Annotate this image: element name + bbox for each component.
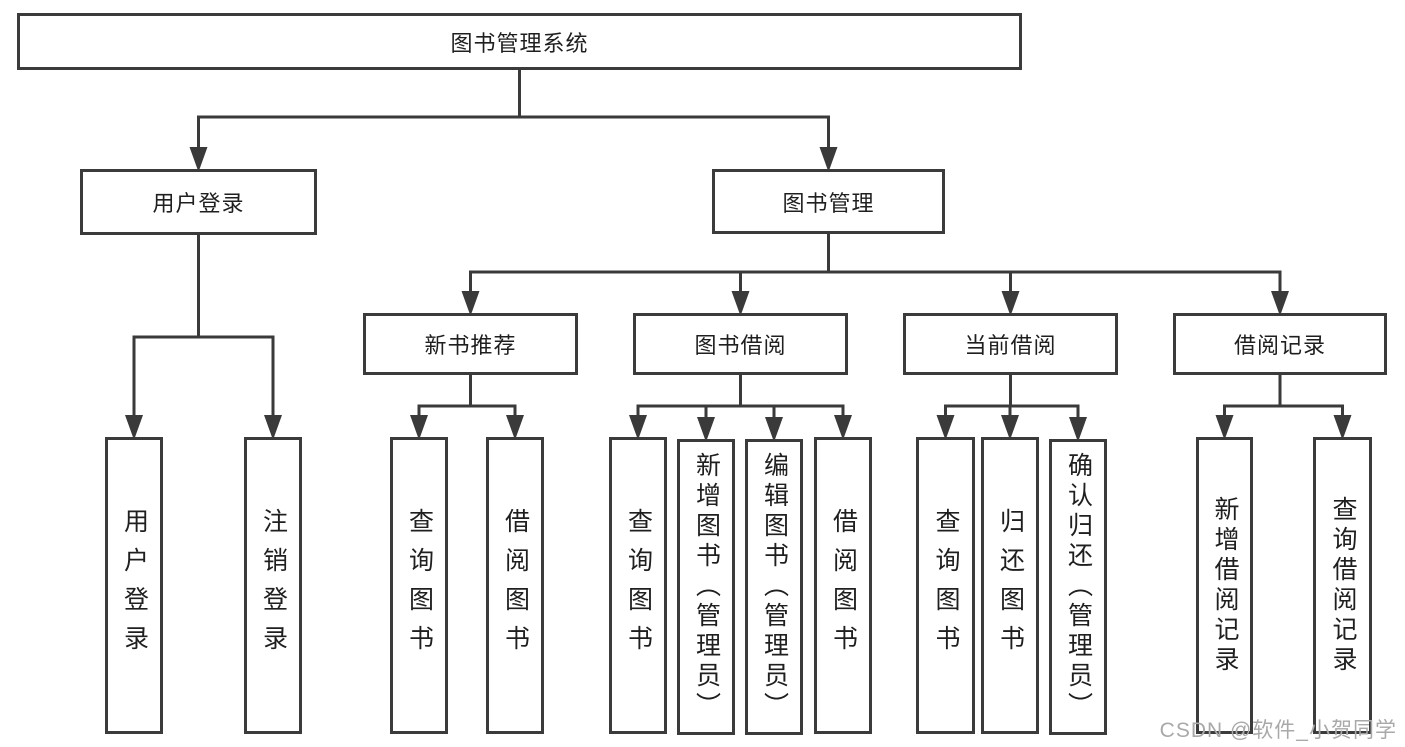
node-label-v-borrow1: 借阅图书 <box>501 507 530 664</box>
node-v-add-rec: 新增借阅记录 <box>1196 437 1253 734</box>
arrowhead-icon <box>125 415 143 440</box>
arrowhead-icon <box>629 415 647 440</box>
node-v-add-book: 新增图书（管理员） <box>677 439 735 735</box>
node-label-book-mgmt: 图书管理 <box>782 190 875 216</box>
node-v-confirm: 确认归还（管理员） <box>1049 439 1107 735</box>
node-v-edit-book: 编辑图书（管理员） <box>745 439 803 735</box>
node-label-v-query2: 查询图书 <box>624 507 653 664</box>
watermark-text: CSDN @软件_小贺同学 <box>1159 719 1397 742</box>
node-v-query1: 查询图书 <box>390 437 448 734</box>
node-label-v-confirm: 确认归还（管理员） <box>1064 452 1093 722</box>
node-label-v-add-book: 新增图书（管理员） <box>692 452 721 722</box>
arrowhead-icon <box>697 417 715 442</box>
node-borrow-rec: 借阅记录 <box>1173 313 1387 375</box>
node-v-borrow2: 借阅图书 <box>814 437 872 734</box>
node-v-query-rec: 查询借阅记录 <box>1313 437 1372 734</box>
arrowhead-icon <box>1001 291 1020 316</box>
arrowhead-icon <box>1215 415 1234 440</box>
node-book-borrow: 图书借阅 <box>633 313 848 375</box>
node-label-v-return: 归还图书 <box>996 507 1025 664</box>
node-label-v-borrow2: 借阅图书 <box>829 507 858 664</box>
node-label-v-query3: 查询图书 <box>932 507 960 664</box>
node-label-v-add-rec: 新增借阅记录 <box>1211 495 1239 676</box>
node-label-book-borrow: 图书借阅 <box>694 333 787 358</box>
arrowhead-icon <box>506 415 524 440</box>
node-label-v-query1: 查询图书 <box>405 507 434 664</box>
arrowhead-icon <box>1001 415 1019 440</box>
node-v-borrow1: 借阅图书 <box>486 437 544 734</box>
arrowhead-icon <box>1271 291 1289 316</box>
node-v-query3: 查询图书 <box>916 437 975 734</box>
node-label-user-login: 用户登录 <box>152 191 245 216</box>
arrowhead-icon <box>189 147 208 172</box>
node-label-v-edit-book: 编辑图书（管理员） <box>760 452 789 722</box>
arrowhead-icon <box>731 291 750 316</box>
arrowhead-icon <box>461 291 480 316</box>
node-book-mgmt: 图书管理 <box>712 169 945 234</box>
node-v-return: 归还图书 <box>981 437 1039 734</box>
node-label-borrow-rec: 借阅记录 <box>1233 333 1326 358</box>
arrowhead-icon <box>264 415 282 440</box>
arrowhead-icon <box>819 147 838 172</box>
arrowhead-icon <box>410 415 428 440</box>
node-label-v-query-rec: 查询借阅记录 <box>1329 495 1357 676</box>
arrowhead-icon <box>765 417 783 442</box>
arrowhead-icon <box>1069 417 1087 442</box>
node-v-user-login: 用户登录 <box>105 437 163 734</box>
node-root: 图书管理系统 <box>17 13 1022 70</box>
node-label-v-logout: 注销登录 <box>259 507 288 664</box>
node-v-logout: 注销登录 <box>244 437 302 734</box>
arrowhead-icon <box>1333 415 1352 440</box>
node-label-v-user-login: 用户登录 <box>120 507 149 664</box>
node-user-login: 用户登录 <box>80 169 317 235</box>
node-cur-borrow: 当前借阅 <box>903 313 1118 375</box>
node-new-rec: 新书推荐 <box>363 313 578 375</box>
node-label-root: 图书管理系统 <box>450 30 589 56</box>
node-label-cur-borrow: 当前借阅 <box>964 333 1057 358</box>
node-label-new-rec: 新书推荐 <box>424 333 517 358</box>
arrowhead-icon <box>936 415 955 440</box>
arrowhead-icon <box>834 415 852 440</box>
node-v-query2: 查询图书 <box>609 437 667 734</box>
